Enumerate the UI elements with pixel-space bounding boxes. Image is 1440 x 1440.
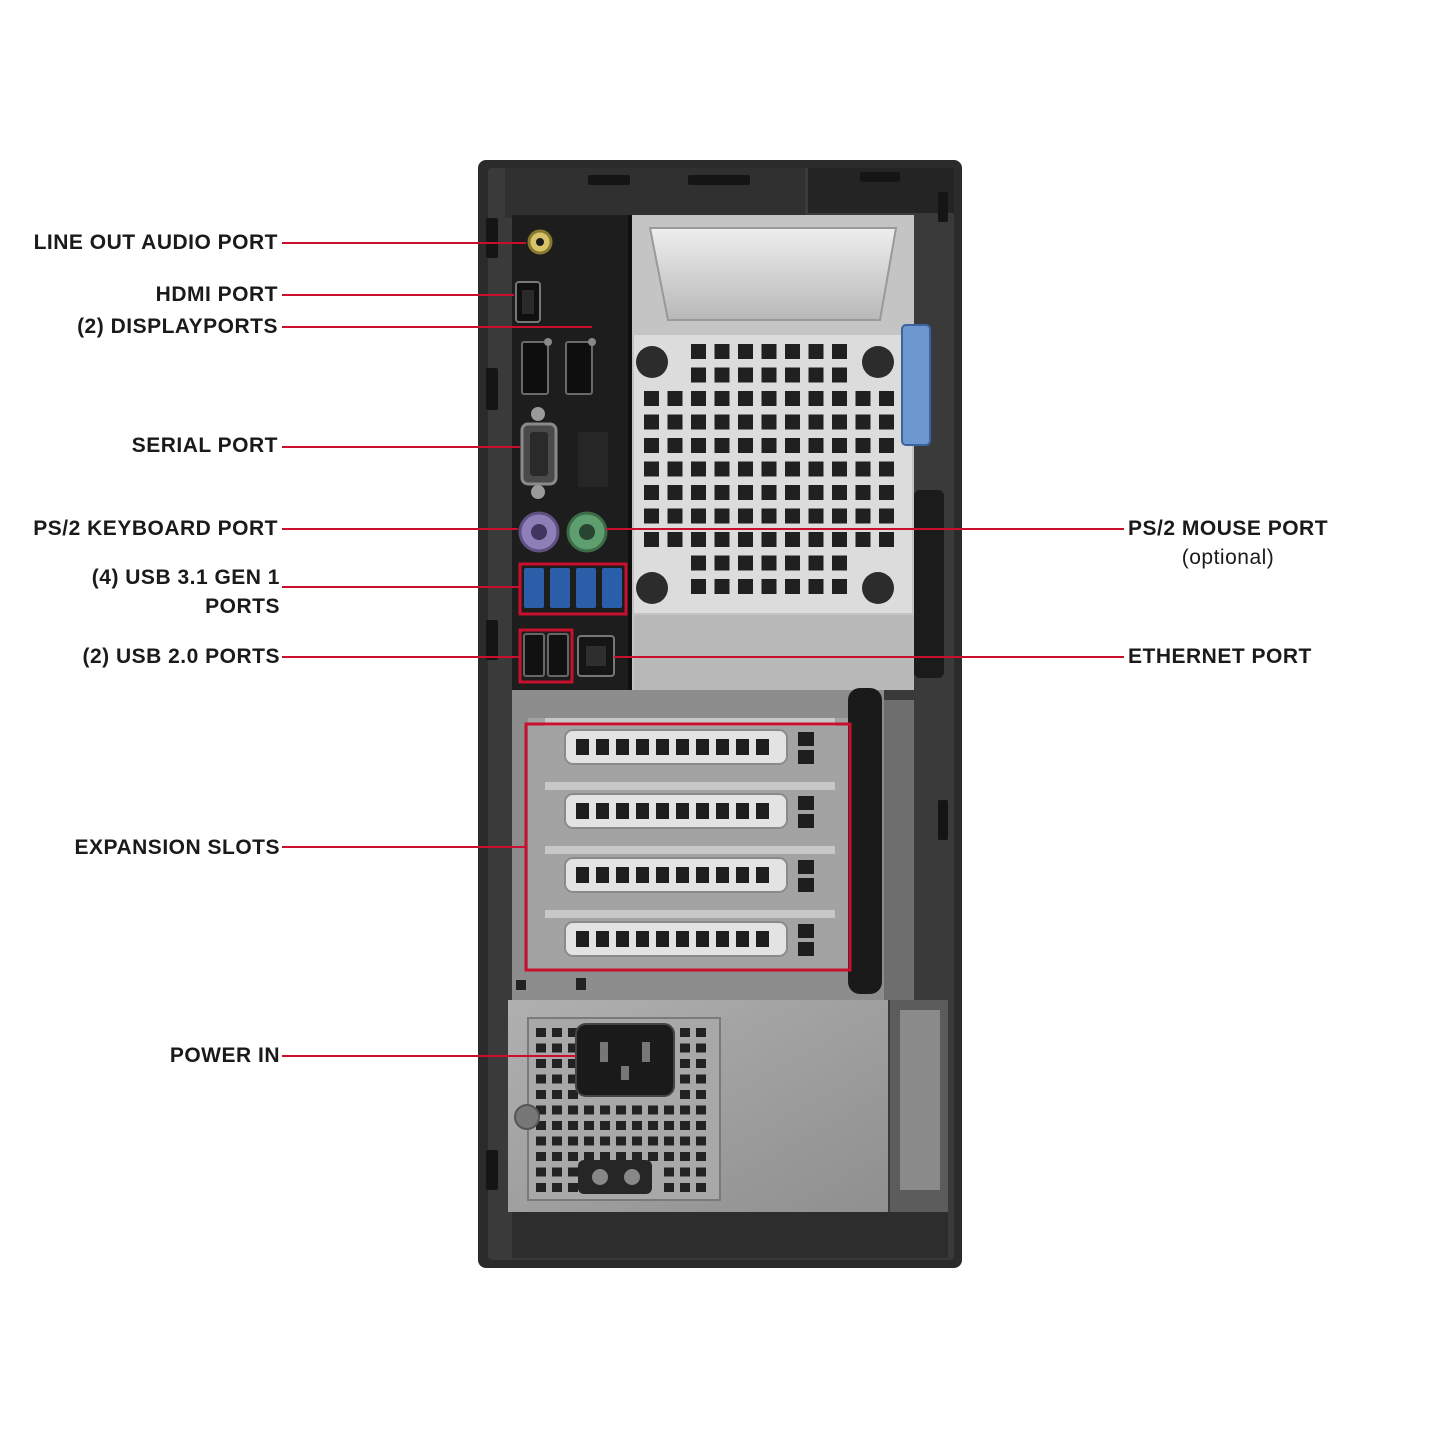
ps2-mouse-port-icon (566, 511, 608, 553)
usb-port-icon (524, 568, 622, 608)
callout-usb20-ports: (2) USB 2.0 PORTS (82, 645, 280, 668)
leader-serial (282, 446, 520, 448)
io-panel (512, 215, 632, 690)
callout-hdmi-port: HDMI PORT (155, 283, 278, 306)
power-socket-icon (575, 1023, 675, 1097)
serial-port-icon (520, 407, 558, 499)
leader-expansion (282, 846, 526, 848)
callout-line-out-audio-port: LINE OUT AUDIO PORT (33, 231, 278, 254)
leader-hdmi (282, 294, 514, 296)
power-supply (508, 1000, 948, 1258)
ps2-keyboard-port-icon (518, 511, 560, 553)
usb31-highlight-box (518, 562, 628, 616)
leader-power (282, 1055, 576, 1057)
leader-usb20 (282, 656, 520, 658)
leader-ps2-mouse (606, 528, 1124, 530)
release-latch-icon (901, 324, 931, 446)
fan-grille (632, 215, 914, 690)
callout-ethernet-port: ETHERNET PORT (1128, 645, 1312, 668)
expansion-highlight-box (524, 722, 852, 972)
expansion-slots (512, 688, 914, 1000)
callout-ps2-mouse-port: PS/2 MOUSE PORT (optional) (1128, 517, 1329, 569)
callout-serial-port: SERIAL PORT (131, 434, 278, 457)
leader-usb31 (282, 586, 520, 588)
callout-displayports: (2) DISPLAYPORTS (77, 315, 278, 338)
leader-line-out (282, 242, 526, 244)
usb20-highlight-box (518, 628, 574, 684)
leader-ps2-keyboard (282, 528, 518, 530)
callout-expansion-slots: EXPANSION SLOTS (74, 836, 280, 859)
callout-ps2-keyboard-port: PS/2 KEYBOARD PORT (33, 517, 278, 540)
leader-displayports (282, 326, 592, 328)
callout-usb31-ports: (4) USB 3.1 GEN 1 PORTS (91, 566, 280, 618)
displayport-icon (521, 338, 596, 395)
leader-ethernet (614, 656, 1124, 658)
callout-power-in: POWER IN (169, 1044, 280, 1067)
